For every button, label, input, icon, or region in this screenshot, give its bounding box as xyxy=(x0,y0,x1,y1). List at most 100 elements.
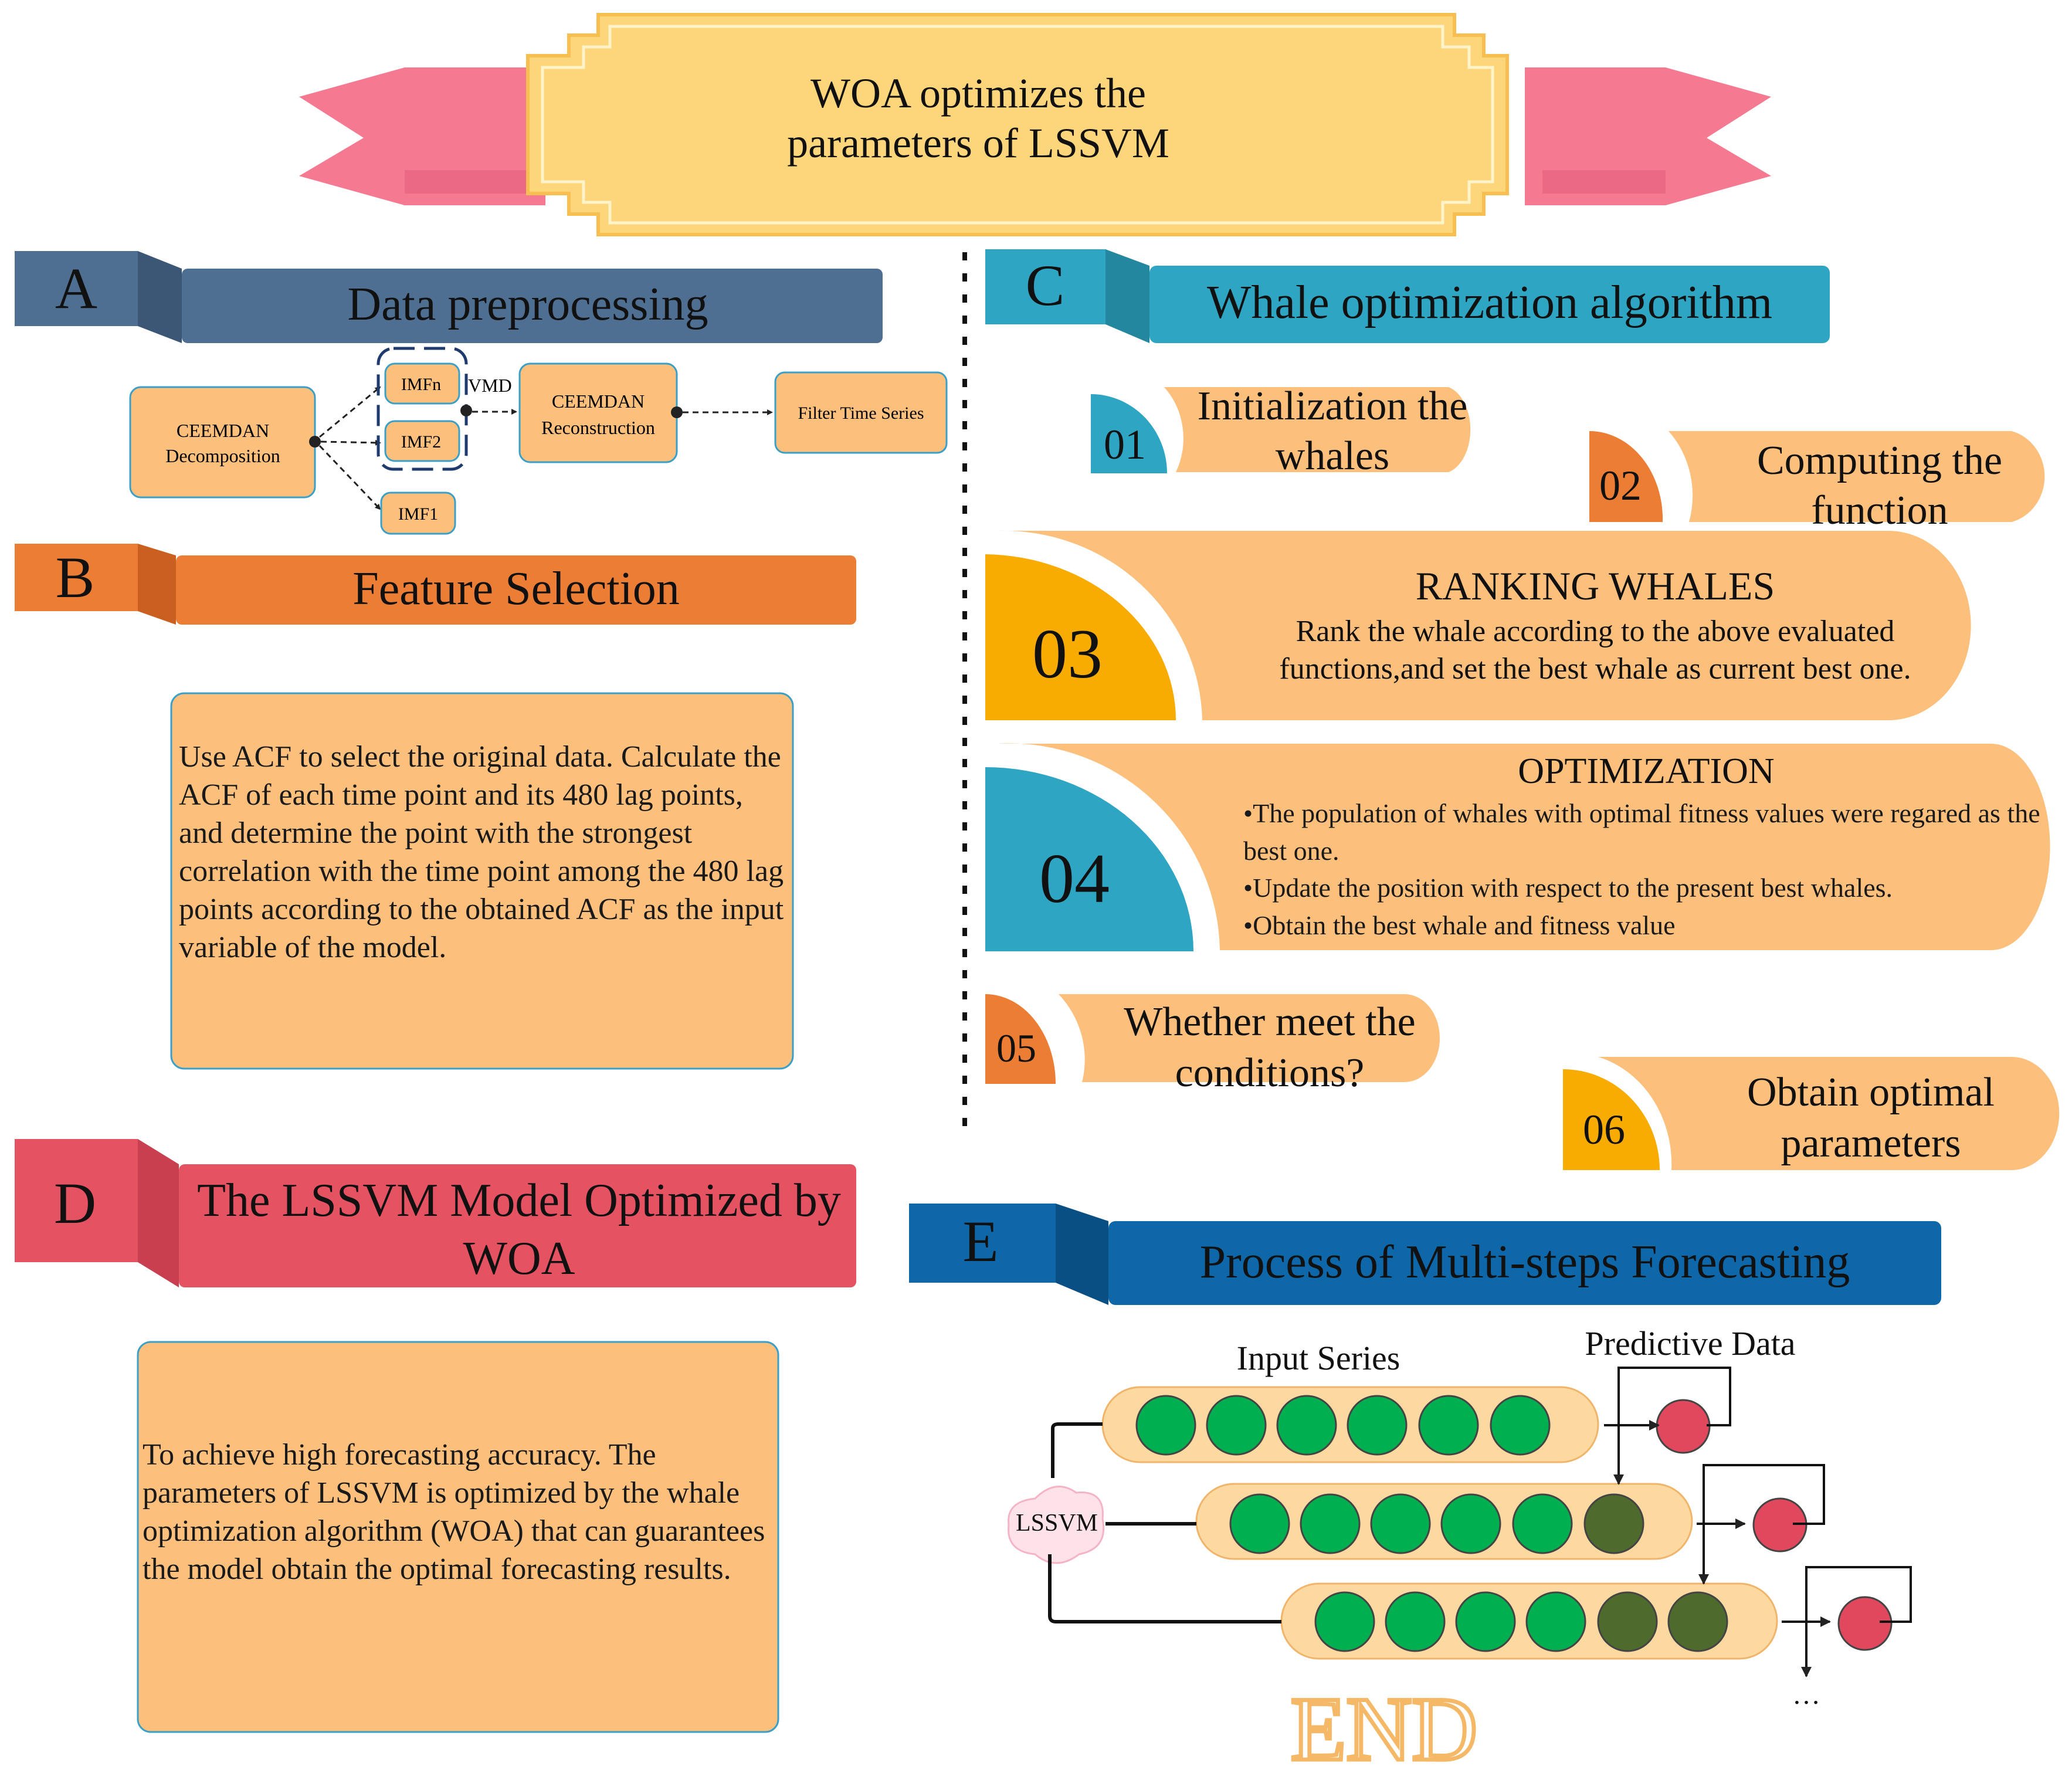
ellipsis-label: … xyxy=(1792,1679,1820,1710)
forecasting-diagram: Input Series Predictive Data LSSVM … END xyxy=(1008,1324,1912,1782)
row1-input-dot xyxy=(1347,1395,1408,1456)
step-05-badge xyxy=(985,994,1056,1084)
section-b-title: Feature Selection xyxy=(352,563,680,615)
row1-input-dot xyxy=(1418,1395,1479,1456)
step-03-number: 03 xyxy=(1032,615,1103,693)
section-b-letter: B xyxy=(56,545,95,610)
banner-inner-frame xyxy=(541,25,1494,225)
section-a-title: Data preprocessing xyxy=(347,279,708,330)
section-e-letter: E xyxy=(962,1209,998,1274)
banner-frame xyxy=(526,13,1509,236)
recon-junction-dot xyxy=(671,406,683,418)
woa-step-03: 03 RANKING WHALES Rank the whale accordi… xyxy=(985,530,1971,720)
series-dots xyxy=(1135,1395,1893,1652)
lssvm-description-box xyxy=(137,1341,779,1733)
section-e-fold xyxy=(1056,1204,1108,1305)
banner-title-line1: WOA optimizes the xyxy=(811,70,1146,117)
step-04-title: OPTIMIZATION xyxy=(1518,751,1774,791)
imf-1-box xyxy=(380,491,456,535)
preprocessing-flow: CEEMDAN Decomposition IMFn IMF2 IMF1 VMD… xyxy=(129,347,948,535)
ceemdan-decomposition-box xyxy=(129,386,316,499)
section-b-tab xyxy=(15,544,138,611)
section-c-title: Whale optimization algorithm xyxy=(1207,277,1772,328)
section-b-header: B Feature Selection xyxy=(15,544,856,625)
section-d-fold xyxy=(138,1139,179,1287)
section-e-bar xyxy=(1108,1221,1941,1305)
section-e-tab xyxy=(909,1204,1056,1283)
filter-time-series-box xyxy=(774,371,948,454)
section-c-tab xyxy=(985,249,1105,324)
step-03-badge xyxy=(985,554,1176,720)
lssvm-to-row1-line xyxy=(1051,1422,1103,1478)
step-06-badge xyxy=(1563,1069,1660,1170)
section-c-header: C Whale optimization algorithm xyxy=(985,249,1830,343)
step-06-line2: parameters xyxy=(1781,1121,1961,1166)
step-04-bullet-2: •Update the position with respect to the… xyxy=(1243,873,1893,903)
filter-label: Filter Time Series xyxy=(798,404,924,423)
step-02-badge xyxy=(1589,431,1663,522)
step-01-number: 01 xyxy=(1104,421,1146,468)
section-a-letter: A xyxy=(55,256,97,321)
step-01-badge xyxy=(1091,394,1167,473)
row2-input-dot xyxy=(1440,1493,1501,1554)
section-d-title-line1: The LSSVM Model Optimized by xyxy=(197,1175,841,1226)
step-04-badge xyxy=(985,767,1193,951)
row3-predicted-input-dot xyxy=(1597,1591,1658,1652)
step-02-number: 02 xyxy=(1599,462,1642,509)
decomp-line1: CEEMDAN xyxy=(177,420,269,441)
step-01-line2: whales xyxy=(1276,433,1389,479)
section-c-letter: C xyxy=(1026,253,1065,318)
feature-selection-box xyxy=(170,692,794,1070)
section-e-header: E Process of Multi-steps Forecasting xyxy=(909,1204,1941,1305)
lssvm-badge xyxy=(1008,1486,1105,1564)
ribbon-right-shadow xyxy=(1542,170,1666,194)
step-04-bullet-1: •The population of whales with optimal f… xyxy=(1243,798,2040,866)
vmd-label: VMD xyxy=(468,375,512,396)
section-c-fold xyxy=(1105,249,1149,343)
input-series-label: Input Series xyxy=(1237,1339,1400,1377)
row3-input-dot xyxy=(1314,1591,1375,1652)
recon-line2: Reconstruction xyxy=(541,417,655,438)
row2-predicted-input-dot xyxy=(1583,1493,1644,1554)
row1-input-dot xyxy=(1135,1395,1196,1456)
imf-2-box xyxy=(384,420,460,462)
step-06-number: 06 xyxy=(1583,1106,1625,1153)
lssvm-to-row3-line xyxy=(1048,1554,1281,1623)
feature-selection-text: Use ACF to select the original data. Cal… xyxy=(179,740,784,964)
woa-step-06: 06 Obtain optimal parameters xyxy=(1563,1057,2060,1170)
prediction-dot-1 xyxy=(1656,1399,1711,1454)
feedback-loop-2 xyxy=(1698,1464,1825,1585)
arrow-to-imf1 xyxy=(318,445,381,510)
recon-line1: CEEMDAN xyxy=(552,391,645,412)
step-04-pill xyxy=(997,743,2050,950)
section-d-tab xyxy=(15,1139,138,1262)
section-b-fold xyxy=(138,544,176,625)
decomp-junction-dot xyxy=(309,436,321,448)
section-d-bar xyxy=(179,1164,856,1287)
section-e-title: Process of Multi-steps Forecasting xyxy=(1200,1236,1850,1288)
row3-input-dot xyxy=(1385,1591,1446,1652)
row3-input-dot xyxy=(1455,1591,1516,1652)
arrow-to-imfn xyxy=(319,386,381,438)
step-02-pill xyxy=(1669,431,2045,522)
woa-step-01: 01 Initialization the whales xyxy=(1091,384,1471,479)
row1-input-dot xyxy=(1276,1395,1337,1456)
imf-n-box xyxy=(384,362,460,405)
section-a-bar xyxy=(182,269,883,343)
step-04-bullet-3: •Obtain the best whale and fitness value xyxy=(1243,910,1676,940)
imf-1-label: IMF1 xyxy=(398,504,438,524)
row2-input-dot xyxy=(1512,1493,1573,1554)
section-a-tab xyxy=(15,251,138,326)
woa-step-05: 05 Whether meet the conditions? xyxy=(985,994,1440,1096)
section-d-header: D The LSSVM Model Optimized by WOA xyxy=(15,1139,856,1287)
step-01-line1: Initialization the xyxy=(1198,384,1468,429)
step-03-pill xyxy=(997,530,1971,720)
banner-title-line2: parameters of LSSVM xyxy=(787,120,1169,167)
prediction-dot-3 xyxy=(1837,1596,1893,1651)
section-b-bar xyxy=(176,555,856,625)
ceemdan-reconstruction-box xyxy=(518,362,678,463)
step-06-line1: Obtain optimal xyxy=(1747,1070,1995,1115)
ribbon-right xyxy=(1666,67,1771,205)
imf-n-label: IMFn xyxy=(401,375,441,394)
